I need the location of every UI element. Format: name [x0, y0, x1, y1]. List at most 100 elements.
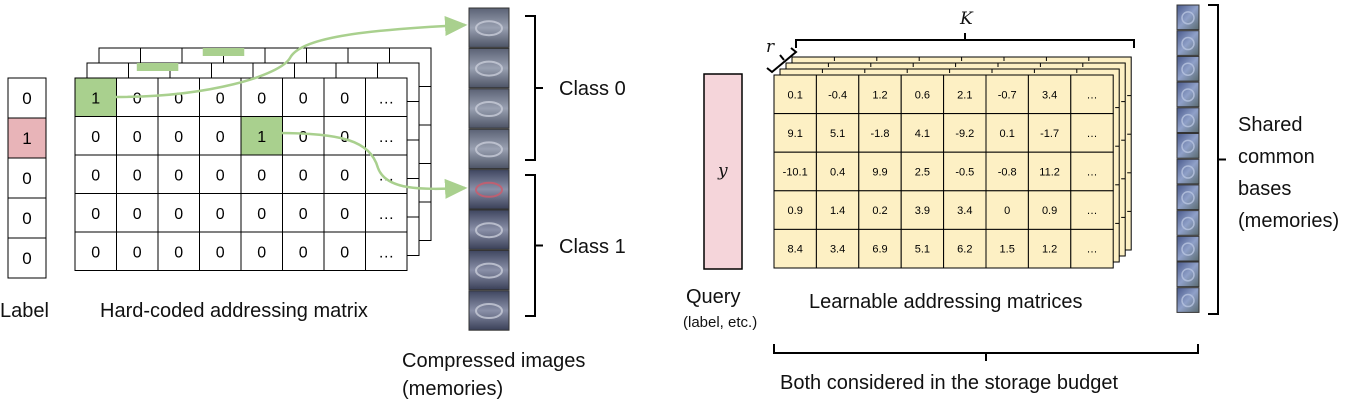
hard-matrix-back-highlight: [202, 48, 245, 56]
compressed-image-tile: [468, 169, 510, 210]
compressed-image-shape: [475, 222, 503, 239]
compressed-image-tile: [468, 7, 510, 48]
hard-matrix-cell: [323, 193, 366, 233]
storage-budget-caption: Both considered in the storage budget: [780, 372, 1119, 394]
compressed-image-shape: [475, 101, 503, 117]
learnable-matrix-cell: [858, 190, 902, 230]
hard-matrix-cell-value: 0: [340, 244, 349, 261]
shared-base-shape: [1181, 165, 1195, 179]
r-dimension-label: r: [766, 37, 775, 57]
hard-matrix-cell-value: 0: [340, 167, 349, 184]
shared-base-shape: [1181, 113, 1195, 128]
label-cell: [7, 157, 47, 199]
shared-base-shape: [1181, 216, 1195, 231]
query-subcaption: (label, etc.): [683, 314, 758, 331]
hard-matrix-cell-value: 0: [299, 129, 308, 146]
hard-matrix-cell: [74, 193, 117, 233]
learnable-matrix-cell: [858, 74, 902, 115]
learnable-matrix-cell-value: 1.4: [830, 205, 845, 217]
arrow-origin-dot: [274, 130, 280, 136]
shared-bases-line1: Shared: [1238, 114, 1303, 136]
learnable-matrix-cell-value: …: [1087, 128, 1098, 140]
hard-matrix-cell: [74, 231, 117, 271]
learnable-matrix-cell-value: 6.2: [957, 244, 972, 256]
learnable-matrix-cell-value: -0.5: [955, 167, 974, 179]
hard-matrix-cell-value: 0: [174, 167, 183, 184]
learnable-matrix-cell-value: -9.2: [955, 128, 974, 140]
shared-base-tile: [1176, 81, 1200, 108]
learnable-matrix-cell: [815, 151, 860, 192]
learnable-matrix-cell-value: 0.2: [872, 205, 887, 217]
label-cell: [7, 237, 47, 279]
learnable-matrix-cell-value: 0.1: [1000, 128, 1015, 140]
hard-matrix-cell: [240, 193, 283, 233]
learnable-matrix-cell-value: 2.5: [915, 167, 930, 179]
hard-matrix-cell-value: 0: [257, 206, 266, 223]
hard-matrix-cell-value: 0: [340, 90, 349, 107]
shared-base-tile: [1176, 287, 1200, 313]
learnable-matrix-cell-value: 9.1: [788, 128, 803, 140]
compressed-image-shape: [475, 20, 503, 37]
hard-matrix-cell-value: …: [378, 129, 394, 146]
learnable-matrix-cell-value: -0.4: [828, 89, 847, 101]
shared-base-tile: [1176, 30, 1200, 56]
class-1-label: Class 1: [559, 236, 626, 258]
learnable-matrix-cell: [943, 228, 987, 269]
hard-matrix-cell-value: 0: [340, 129, 349, 146]
hard-matrix-cell-value: 0: [299, 244, 308, 261]
address-arrow-class1: [276, 131, 468, 199]
compressed-image-shape: [475, 303, 503, 319]
hard-matrix-cell: [157, 116, 200, 156]
learnable-matrix-cell-value: -1.8: [871, 128, 890, 140]
compressed-image-tile: [468, 249, 510, 291]
class-0-label: Class 0: [559, 78, 626, 100]
hard-matrix-cell: [116, 154, 159, 194]
hard-matrix-cell-value: …: [378, 206, 394, 223]
learnable-matrix-cell-value: -0.7: [998, 89, 1017, 101]
query-caption: Query: [686, 286, 741, 308]
hard-matrix-cell-value: 0: [174, 244, 183, 261]
hard-matrix-cell-value: 0: [299, 167, 308, 184]
shared-base-tile: [1176, 55, 1200, 82]
hard-matrix-cell: [323, 231, 366, 271]
hard-matrix-cell-value: …: [378, 90, 394, 107]
hard-matrix-cell: [199, 116, 242, 156]
label-caption: Label: [0, 300, 49, 322]
hard-matrix-cell: [365, 231, 408, 271]
learnable-matrix-cell-value: 5.1: [915, 244, 930, 256]
learnable-matrix-cell: [985, 151, 1029, 192]
r-dimension-brace: [766, 47, 798, 74]
learnable-matrix-cell-value: 6.9: [872, 244, 887, 256]
learnable-matrix-cell: [1070, 74, 1114, 115]
learnable-matrix-cell: [815, 190, 860, 230]
hard-matrix-caption: Hard-coded addressing matrix: [100, 300, 368, 322]
learnable-matrix-cell: [1027, 113, 1072, 153]
label-cell-value: 1: [22, 129, 31, 148]
class-1-bracket: [525, 174, 543, 317]
hard-matrix-cell: [365, 193, 408, 233]
learnable-matrix-cell-value: 3.9: [915, 205, 930, 217]
query-vector-box: [703, 73, 743, 270]
learnable-matrix-cell: [858, 113, 902, 153]
arrow-origin-dot: [105, 94, 111, 100]
compressed-image-shape: [475, 181, 503, 198]
learnable-matrix-cell-value: 8.4: [788, 244, 803, 256]
hard-matrix-cell: [323, 154, 366, 194]
hard-matrix-cell-value: 0: [216, 206, 225, 223]
learnable-matrix-cell-value: …: [1087, 205, 1098, 217]
learnable-matrix-cell: [1027, 228, 1072, 269]
hard-matrix-cell-value: 0: [174, 129, 183, 146]
storage-budget-brace: [773, 344, 1199, 361]
compressed-image-tile: [468, 128, 510, 170]
shared-base-tile: [1176, 210, 1200, 236]
hard-matrix-cell-value: 0: [91, 129, 100, 146]
learnable-matrix-cell-value: 0: [1004, 205, 1010, 217]
learnable-matrix-cell-value: 5.1: [830, 128, 845, 140]
learnable-matrix-cell-value: 3.4: [957, 205, 972, 217]
hard-matrix-cell-value: 0: [174, 90, 183, 107]
learnable-matrix-cell-value: -0.8: [998, 167, 1017, 179]
label-cell-value: 0: [22, 169, 31, 188]
shared-bases-line3: bases: [1238, 178, 1292, 200]
